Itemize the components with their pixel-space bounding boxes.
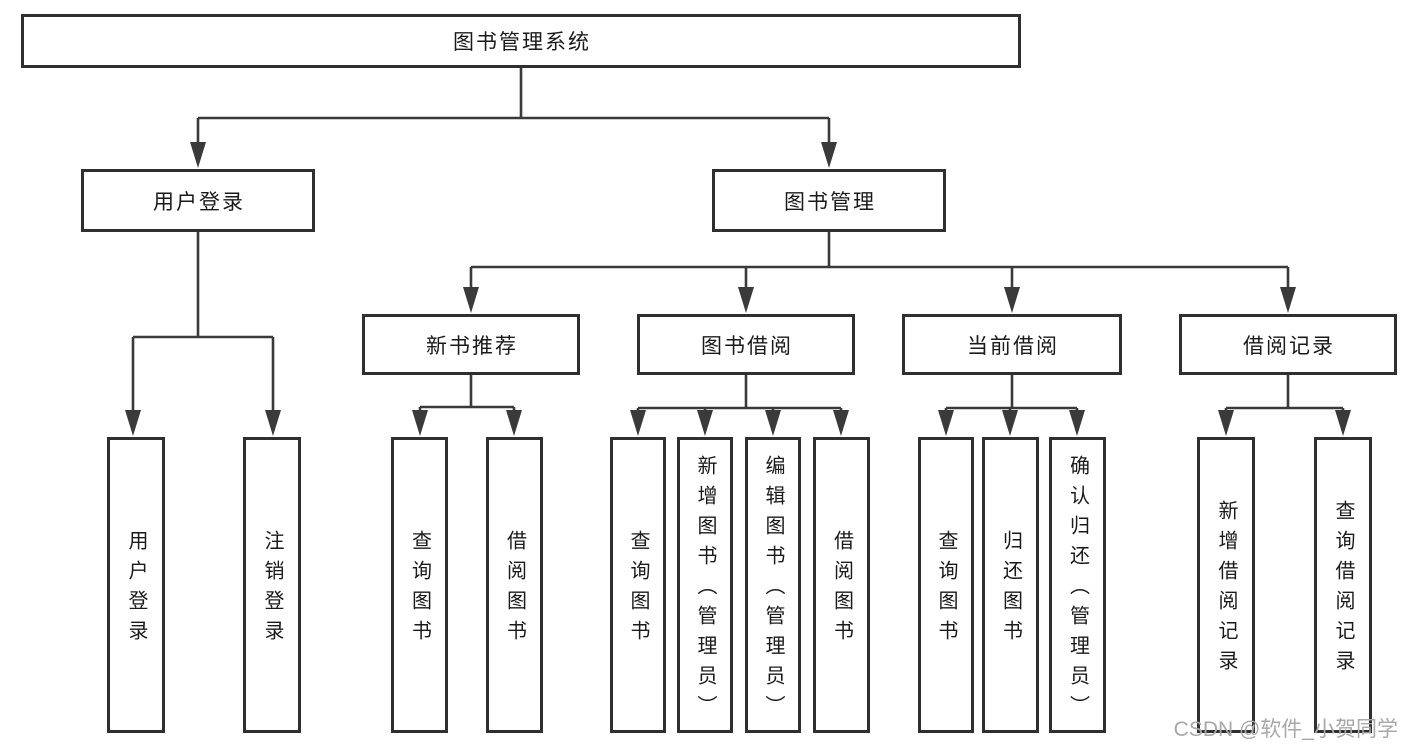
leaf-add-borrow-record-label: 新增借阅记录 (1215, 500, 1237, 680)
leaf-query-borrow-record-label: 查询借阅记录 (1332, 500, 1354, 680)
leaf-borrow-query-book-label: 查询图书 (627, 530, 649, 650)
leaf-confirm-return-admin: 确认归还（管理员） (1049, 437, 1106, 733)
node-root-system-label: 图书管理系统 (453, 31, 591, 54)
leaf-query-borrow-record: 查询借阅记录 (1314, 437, 1372, 733)
leaf-recommend-query-book: 查询图书 (391, 437, 448, 733)
node-current-borrow: 当前借阅 (902, 314, 1122, 375)
node-user-login: 用户登录 (81, 169, 315, 232)
node-root-system: 图书管理系统 (21, 14, 1021, 68)
leaf-current-query-book-label: 查询图书 (935, 530, 957, 650)
leaf-recommend-query-book-label: 查询图书 (408, 530, 431, 650)
node-book-management-label: 图书管理 (784, 190, 876, 214)
leaf-add-book-admin-label: 新增图书（管理员） (694, 455, 716, 725)
leaf-current-query-book: 查询图书 (918, 437, 974, 733)
leaf-edit-book-admin: 编辑图书（管理员） (745, 437, 801, 733)
leaf-return-book-label: 归还图书 (999, 530, 1022, 650)
node-user-login-label: 用户登录 (153, 190, 245, 214)
node-book-borrow-label: 图书借阅 (701, 334, 793, 358)
leaf-user-login: 用户登录 (107, 437, 165, 733)
leaf-confirm-return-admin-label: 确认归还（管理员） (1066, 455, 1089, 725)
leaf-recommend-borrow-book: 借阅图书 (486, 437, 543, 733)
csdn-watermark: CSDN @软件_小贺同学 (1173, 718, 1398, 741)
leaf-add-book-admin: 新增图书（管理员） (677, 437, 733, 733)
leaf-edit-book-admin-label: 编辑图书（管理员） (762, 455, 784, 725)
leaf-user-login-label: 用户登录 (125, 530, 147, 650)
leaf-borrow-query-book: 查询图书 (610, 437, 666, 733)
node-book-borrow: 图书借阅 (637, 314, 855, 375)
leaf-logout-label: 注销登录 (261, 530, 283, 650)
leaf-add-borrow-record: 新增借阅记录 (1197, 437, 1255, 733)
leaf-borrow-book: 借阅图书 (813, 437, 870, 733)
node-borrow-record: 借阅记录 (1179, 314, 1397, 375)
node-book-management: 图书管理 (712, 169, 946, 232)
node-current-borrow-label: 当前借阅 (967, 334, 1059, 358)
leaf-recommend-borrow-book-label: 借阅图书 (503, 530, 526, 650)
leaf-return-book: 归还图书 (982, 437, 1039, 733)
node-borrow-record-label: 借阅记录 (1243, 334, 1335, 358)
node-new-book-recommend-label: 新书推荐 (426, 334, 518, 358)
leaf-logout: 注销登录 (243, 437, 301, 733)
node-new-book-recommend: 新书推荐 (362, 314, 580, 375)
leaf-borrow-book-label: 借阅图书 (830, 530, 853, 650)
